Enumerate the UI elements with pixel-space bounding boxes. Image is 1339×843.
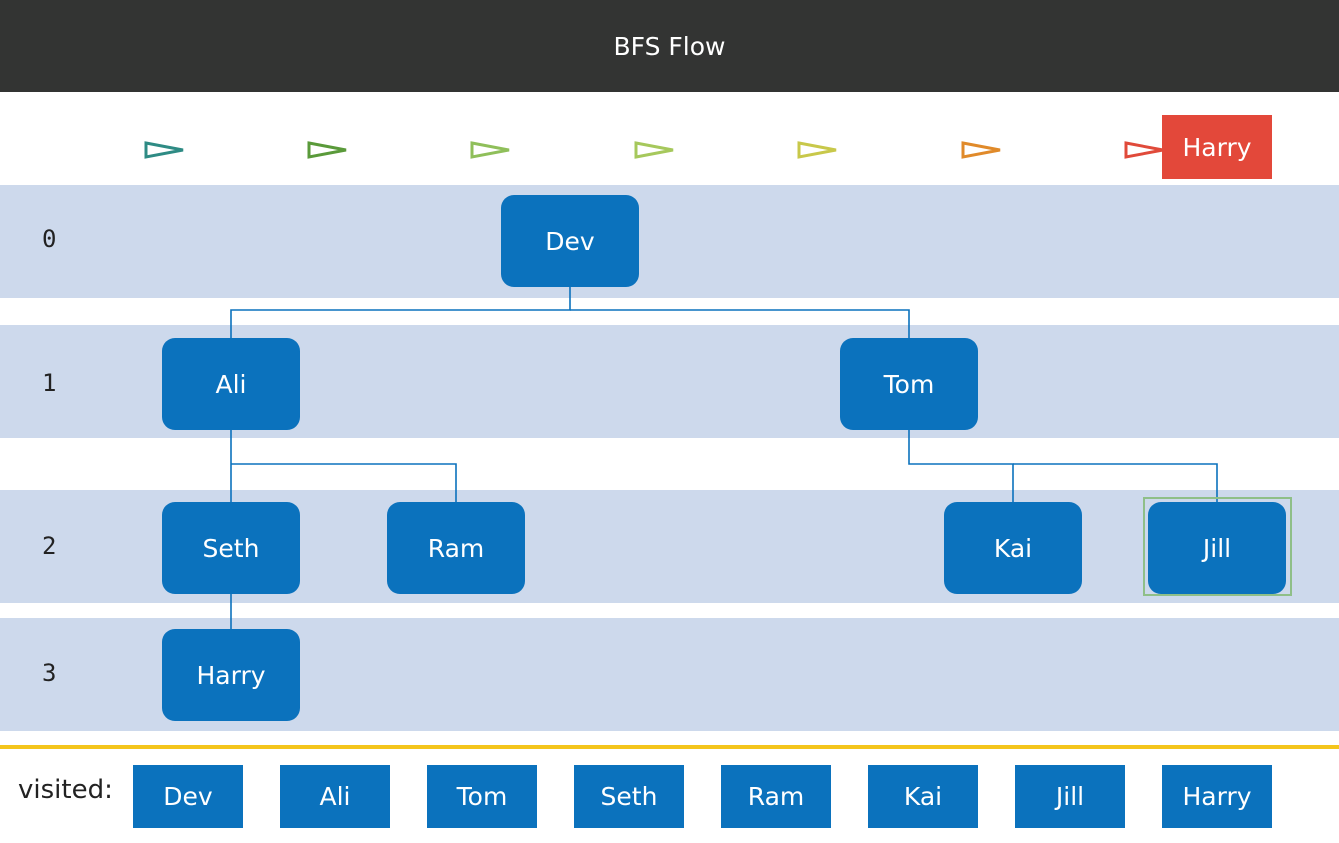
node-label: Seth bbox=[202, 533, 260, 563]
target-label: Harry bbox=[1182, 132, 1252, 162]
diagram-title: BFS Flow bbox=[613, 31, 726, 61]
visited-item: Harry bbox=[1162, 765, 1272, 828]
node-label: Ram bbox=[427, 533, 485, 563]
edge-tom-kai bbox=[908, 429, 1014, 502]
node-label: Tom bbox=[883, 369, 935, 399]
level-label: 2 bbox=[42, 532, 57, 560]
level-label: 3 bbox=[42, 659, 57, 687]
visited-item: Seth bbox=[574, 765, 684, 828]
edge-dev-ali bbox=[230, 286, 571, 338]
node-label: Harry bbox=[196, 660, 266, 690]
step-arrow-icon bbox=[144, 141, 184, 159]
node-tom: Tom bbox=[840, 338, 978, 430]
node-label: Ali bbox=[215, 369, 247, 399]
level-label: 0 bbox=[42, 225, 57, 253]
step-arrow-icon bbox=[1124, 141, 1164, 159]
node-label: Dev bbox=[545, 226, 595, 256]
visited-item: Kai bbox=[868, 765, 978, 828]
divider bbox=[0, 745, 1339, 749]
edge-ali-ram bbox=[231, 463, 457, 502]
step-arrow-icon bbox=[307, 141, 347, 159]
node-harry: Harry bbox=[162, 629, 300, 721]
target-node: Harry bbox=[1162, 115, 1272, 179]
node-seth: Seth bbox=[162, 502, 300, 594]
node-ali: Ali bbox=[162, 338, 300, 430]
step-arrow-icon bbox=[797, 141, 837, 159]
visited-item: Ali bbox=[280, 765, 390, 828]
step-arrow-icon bbox=[961, 141, 1001, 159]
node-dev: Dev bbox=[501, 195, 639, 287]
node-label: Jill bbox=[1202, 533, 1232, 563]
node-kai: Kai bbox=[944, 502, 1082, 594]
current-node-highlight bbox=[1143, 497, 1292, 596]
node-ram: Ram bbox=[387, 502, 525, 594]
step-arrow-icon bbox=[470, 141, 510, 159]
title-bar: BFS Flow bbox=[0, 0, 1339, 92]
edge-tom-jill bbox=[1013, 463, 1218, 502]
level-label: 1 bbox=[42, 369, 57, 397]
visited-item: Dev bbox=[133, 765, 243, 828]
edge-dev-tom bbox=[570, 309, 910, 338]
visited-item: Jill bbox=[1015, 765, 1125, 828]
visited-label: visited: bbox=[18, 775, 113, 805]
node-jill: Jill bbox=[1148, 502, 1286, 594]
node-label: Kai bbox=[993, 533, 1033, 563]
step-arrow-icon bbox=[634, 141, 674, 159]
visited-item: Tom bbox=[427, 765, 537, 828]
level-band bbox=[0, 185, 1339, 298]
visited-item: Ram bbox=[721, 765, 831, 828]
